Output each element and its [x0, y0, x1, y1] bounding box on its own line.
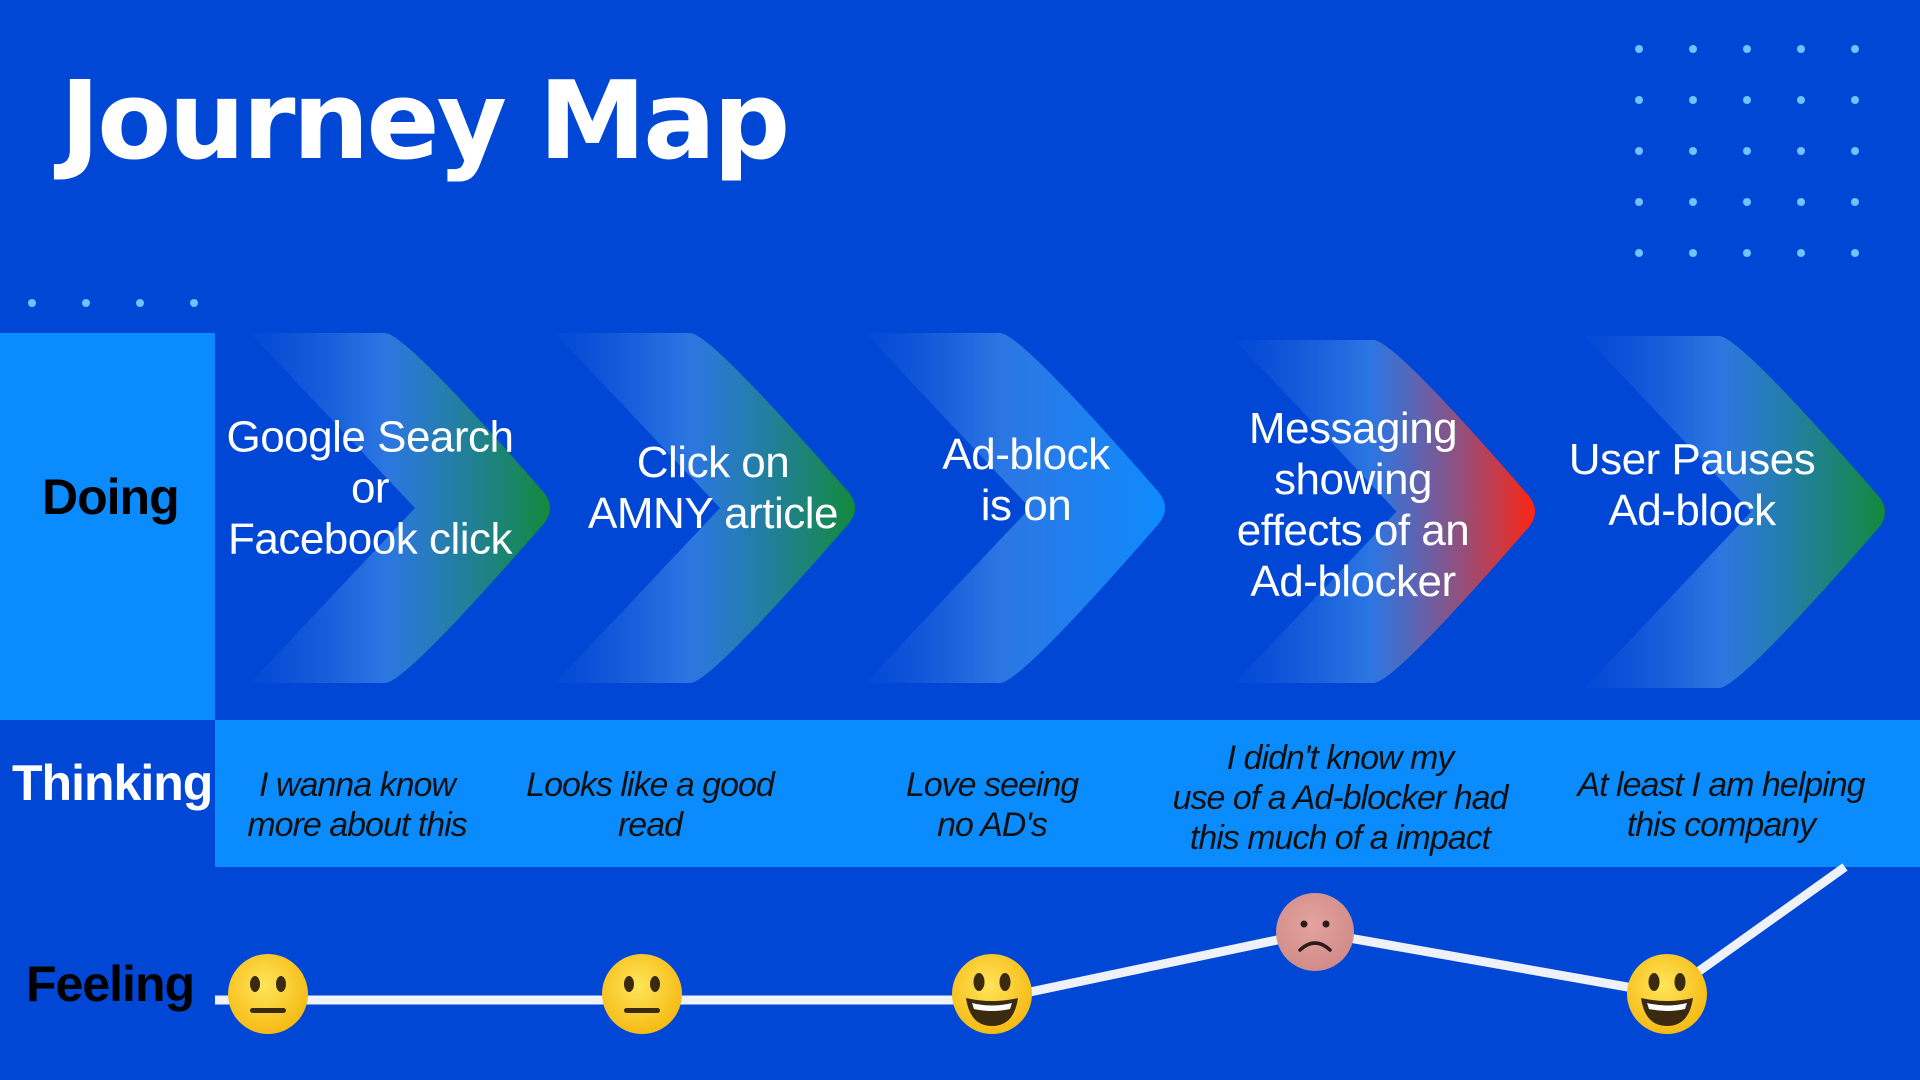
- row-label-thinking: Thinking: [12, 755, 213, 811]
- decoration-dot: [1635, 147, 1643, 155]
- page-title: Journey Map: [60, 59, 790, 184]
- step-label-line: showing: [1274, 455, 1432, 504]
- row-label-feeling: Feeling: [26, 956, 195, 1012]
- step-label-line: effects of an: [1236, 506, 1470, 555]
- decoration-dot: [1689, 45, 1697, 53]
- step-label-line: Click on: [636, 438, 790, 487]
- step-label-line: Google Search: [226, 412, 514, 462]
- step-label-line: User Pauses: [1568, 435, 1816, 484]
- step-label-line: AMNY article: [588, 489, 838, 538]
- decoration-dot: [190, 299, 198, 307]
- decoration-dot: [1797, 249, 1805, 257]
- feeling-line: [215, 863, 1848, 1005]
- decoration-dot: [1851, 198, 1859, 206]
- decoration-dot: [1689, 96, 1697, 104]
- decoration-dot: [28, 299, 36, 307]
- neutral-face-icon: [228, 954, 308, 1034]
- chevron-step-5: [1585, 336, 1885, 688]
- decoration-dot: [1797, 147, 1805, 155]
- chevron-step-4: [1235, 340, 1535, 683]
- chevron-step-1: [250, 333, 550, 683]
- neutral-face-icon: [602, 954, 682, 1034]
- decoration-dot: [1851, 45, 1859, 53]
- doing-row-band: [0, 333, 215, 720]
- decoration-dot: [136, 299, 144, 307]
- thought-line: this company: [1626, 806, 1816, 844]
- thought-line: read: [617, 806, 683, 844]
- decoration-dot: [1635, 198, 1643, 206]
- decoration-dot: [1797, 45, 1805, 53]
- decoration-dot: [1635, 249, 1643, 257]
- thought-line: this much of a impact: [1189, 819, 1491, 857]
- step-label-line: Ad-block: [1608, 486, 1776, 535]
- step-label-line: or: [350, 463, 390, 513]
- step-label-line: Ad-block: [942, 430, 1110, 479]
- thought-line: Looks like a good: [526, 766, 775, 804]
- thought-line: use of a Ad-blocker had: [1172, 779, 1509, 817]
- thought-line: At least I am helping: [1577, 766, 1865, 804]
- decoration-dot: [1635, 96, 1643, 104]
- decoration-dot: [1851, 147, 1859, 155]
- thinking-row-band: [215, 720, 1920, 867]
- decoration-dot: [1797, 198, 1805, 206]
- decoration-dot: [1797, 96, 1805, 104]
- step-label-line: Facebook click: [227, 514, 513, 564]
- smiling-face-icon: [952, 954, 1032, 1034]
- decoration-dot: [1689, 198, 1697, 206]
- decoration-dot: [1689, 249, 1697, 257]
- decoration-dot: [1743, 96, 1751, 104]
- thought-line: more about this: [247, 806, 467, 844]
- row-label-doing: Doing: [42, 469, 180, 525]
- decoration-dot: [1851, 96, 1859, 104]
- frowning-face-icon: [1276, 893, 1354, 971]
- step-label-line: Messaging: [1248, 404, 1458, 453]
- smiling-face-icon: [1627, 954, 1707, 1034]
- decoration-dot: [1689, 147, 1697, 155]
- decoration-dot: [1635, 45, 1643, 53]
- decoration-dot: [1851, 249, 1859, 257]
- thought-line: no AD's: [937, 806, 1048, 844]
- decoration-dot: [1743, 198, 1751, 206]
- thought-line: I didn't know my: [1226, 739, 1455, 777]
- thought-line: I wanna know: [259, 766, 456, 804]
- decoration-dot: [82, 299, 90, 307]
- step-label-line: is on: [980, 481, 1072, 530]
- decoration-dot: [1743, 249, 1751, 257]
- chevron-step-2: [555, 333, 855, 683]
- thought-line: Love seeing: [905, 766, 1079, 804]
- step-label-line: Ad-blocker: [1250, 557, 1456, 606]
- decoration-dot: [1743, 45, 1751, 53]
- decoration-dot: [1743, 147, 1751, 155]
- chevron-step-3: [865, 333, 1165, 683]
